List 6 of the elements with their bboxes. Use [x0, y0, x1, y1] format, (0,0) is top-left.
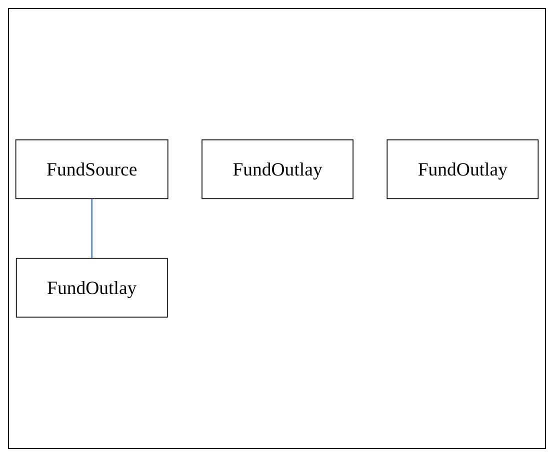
- connector: [91, 198, 92, 258]
- node-box: [202, 139, 354, 200]
- node-box: [386, 139, 539, 200]
- diagram-frame: FundSource FundOutlay FundOutlay FundOutlay: [8, 8, 546, 449]
- node-box: [16, 258, 168, 318]
- node-box: [15, 139, 168, 200]
